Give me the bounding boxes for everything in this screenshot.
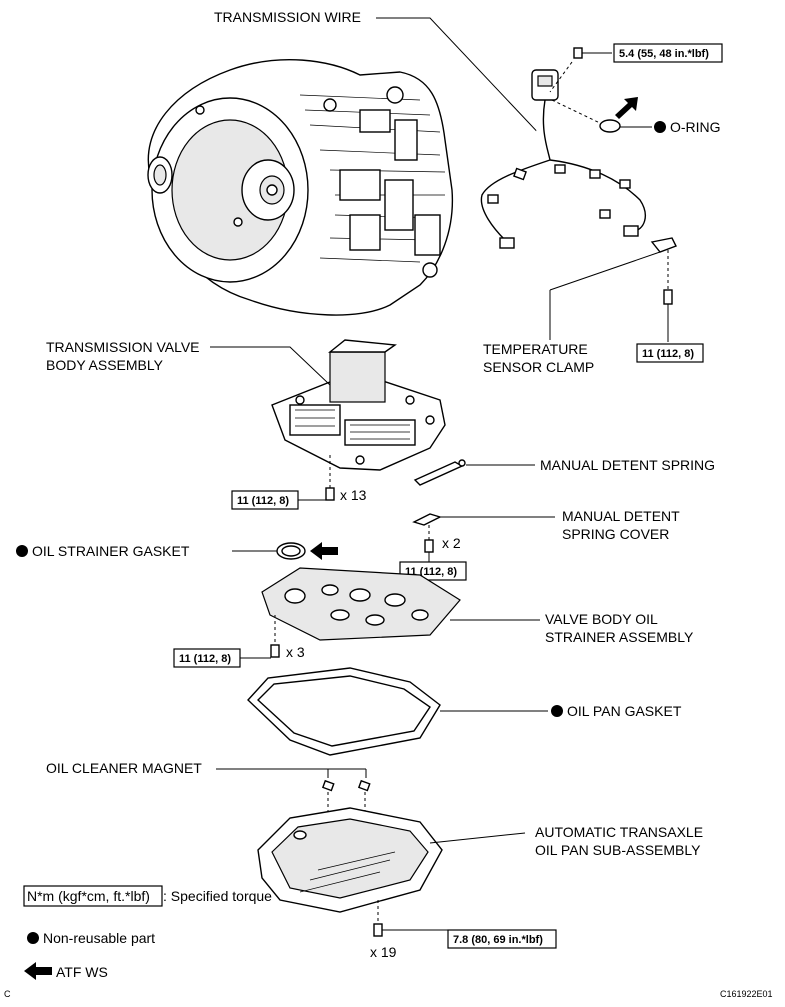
valve-body-label-1: TRANSMISSION VALVE [46, 339, 200, 355]
legend-atf: ATF WS [56, 964, 108, 980]
valve-body-oil-strainer-label-1: VALVE BODY OIL [545, 611, 658, 627]
oil-cleaner-magnet-label: OIL CLEANER MAGNET [46, 760, 202, 776]
strainer-bolt-qty: x 3 [286, 644, 305, 660]
transmission-wire-illustration [376, 17, 652, 249]
manual-detent-spring-label: MANUAL DETENT SPRING [540, 457, 715, 473]
temperature-sensor-clamp-illustration [549, 237, 677, 342]
valve-body-bolt-torque: 11 (112, 8) [237, 495, 289, 507]
legend-torque-box-text: N*m (kgf*cm, ft.*lbf) [27, 888, 150, 904]
atf-arrow-icon [24, 962, 52, 980]
temperature-sensor-clamp-label-2: SENSOR CLAMP [483, 359, 594, 375]
clamp-bolt-torque: 11 (112, 8) [642, 348, 694, 360]
wire-bolt-torque: 5.4 (55, 48 in.*lbf) [619, 48, 709, 60]
o-ring-label: O-RING [670, 119, 721, 135]
oil-pan-bolt-torque-box [447, 929, 557, 949]
oil-pan-bolt-torque: 7.8 (80, 69 in.*lbf) [453, 934, 543, 946]
corner-letter: C [4, 989, 11, 999]
valve-body-bolt-qty: x 13 [340, 487, 367, 503]
non-reusable-dot-icon [27, 932, 39, 944]
valve-body-oil-strainer-illustration [261, 567, 540, 658]
detent-cover-bolt-qty: x 2 [442, 535, 461, 551]
wire-bolt-torque-box [613, 43, 723, 63]
oil-pan-bolt-qty: x 19 [370, 944, 397, 960]
valve-body-oil-strainer-label-2: STRAINER ASSEMBLY [545, 629, 694, 645]
legend-torque-desc: : Specified torque [163, 888, 272, 904]
valve-body-illustration [271, 339, 446, 501]
figure-code: C161922E01 [720, 989, 773, 999]
atf-arrow-icon [310, 542, 338, 560]
non-reusable-dot-icon [551, 705, 563, 717]
manual-detent-spring-cover-label-2: SPRING COVER [562, 526, 669, 542]
manual-detent-spring-illustration [413, 459, 535, 486]
transmission-wire-label: TRANSMISSION WIRE [214, 9, 361, 25]
oil-pan-label-1: AUTOMATIC TRANSAXLE [535, 824, 703, 840]
manual-detent-spring-cover-illustration [412, 513, 555, 562]
manual-detent-spring-cover-label-1: MANUAL DETENT [562, 508, 680, 524]
strainer-bolt-torque: 11 (112, 8) [179, 653, 231, 665]
valve-body-label-2: BODY ASSEMBLY [46, 357, 164, 373]
atf-arrow-icon [615, 97, 638, 119]
oil-pan-illustration [257, 807, 526, 937]
temperature-sensor-clamp-label-1: TEMPERATURE [483, 341, 588, 357]
non-reusable-dot-icon [654, 121, 666, 133]
non-reusable-dot-icon [16, 545, 28, 557]
clamp-bolt-torque-box [636, 343, 704, 363]
oil-pan-label-2: OIL PAN SUB-ASSEMBLY [535, 842, 701, 858]
transaxle-case-illustration [147, 58, 454, 316]
legend-non-reusable: Non-reusable part [43, 930, 155, 946]
oil-pan-gasket-illustration [247, 667, 548, 756]
oil-strainer-gasket-label: OIL STRAINER GASKET [32, 543, 190, 559]
oil-pan-gasket-label: OIL PAN GASKET [567, 703, 682, 719]
legend-torque-box [23, 885, 163, 907]
